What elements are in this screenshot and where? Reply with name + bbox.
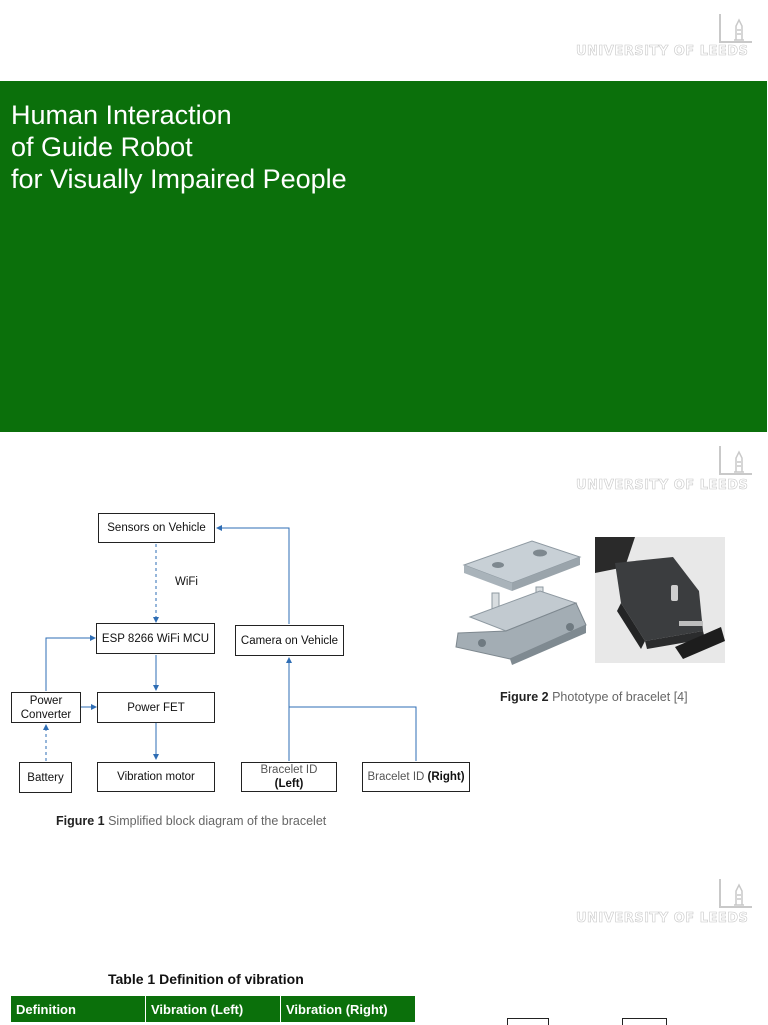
bracelet-left-block: Bracelet ID (Left) — [241, 762, 337, 792]
wifi-label: WiFi — [175, 576, 198, 588]
vibration-definition-table: Definition Vibration (Left) Vibration (R… — [11, 996, 415, 1022]
title-slide-band — [0, 81, 767, 432]
figure-2-caption: Figure 2 Phototype of bracelet [4] — [500, 690, 688, 704]
battery-block: Battery — [19, 762, 72, 793]
university-crest-icon — [719, 879, 752, 908]
figure-1-caption: Figure 1 Simplified block diagram of the… — [56, 814, 326, 828]
table-header-row: Definition Vibration (Left) Vibration (R… — [11, 996, 415, 1022]
camera-to-sensors — [216, 525, 290, 624]
vibration-motor-block: Vibration motor — [97, 762, 215, 792]
university-wordmark: UNIVERSITY OF LEEDS — [576, 478, 749, 494]
university-wordmark: UNIVERSITY OF LEEDS — [576, 44, 749, 60]
figure-1-text: Simplified block diagram of the bracelet — [104, 814, 327, 828]
bracelet-left-side: (Left) — [274, 778, 304, 790]
bracelet-cad-image — [455, 540, 587, 665]
figure-1-label: Figure 1 — [56, 814, 105, 828]
sensors-block: Sensors on Vehicle — [98, 513, 215, 543]
power-converter-block: Power Converter — [11, 692, 81, 723]
bracelet-right-label: Bracelet ID — [367, 771, 428, 783]
esp-mcu-block: ESP 8266 WiFi MCU — [96, 623, 215, 654]
university-logo: UNIVERSITY OF LEEDS — [576, 10, 756, 62]
bracelet-photo — [595, 537, 725, 663]
title-line-1: Human Interaction — [11, 100, 232, 130]
column-definition: Definition — [11, 996, 146, 1022]
figure-2-label: Figure 2 — [500, 690, 549, 704]
figure-2-text: Phototype of bracelet [4] — [548, 690, 688, 704]
diagram-box-partial — [507, 1018, 549, 1025]
converter-to-esp — [45, 635, 96, 691]
university-logo: UNIVERSITY OF LEEDS — [576, 875, 756, 927]
university-crest-icon — [719, 14, 752, 43]
university-wordmark: UNIVERSITY OF LEEDS — [576, 911, 749, 927]
title-line-3: for Visually Impaired People — [11, 164, 347, 194]
slide-title: Human Interaction of Guide Robot for Vis… — [11, 99, 347, 195]
bracelet-left-label: Bracelet ID — [260, 764, 318, 776]
bracelet-right-side: (Right) — [427, 771, 465, 783]
university-crest-icon — [719, 446, 752, 475]
university-logo: UNIVERSITY OF LEEDS — [576, 442, 756, 494]
table-1-title: Table 1 Definition of vibration — [108, 971, 304, 987]
column-vibration-left: Vibration (Left) — [145, 996, 281, 1022]
title-line-2: of Guide Robot — [11, 132, 193, 162]
power-fet-block: Power FET — [97, 692, 215, 723]
camera-block: Camera on Vehicle — [235, 625, 344, 656]
bracelet-right-link — [289, 706, 417, 761]
diagram-box-partial — [622, 1018, 667, 1025]
column-vibration-right: Vibration (Right) — [280, 996, 415, 1022]
bracelet-right-block: Bracelet ID (Right) — [362, 762, 470, 792]
